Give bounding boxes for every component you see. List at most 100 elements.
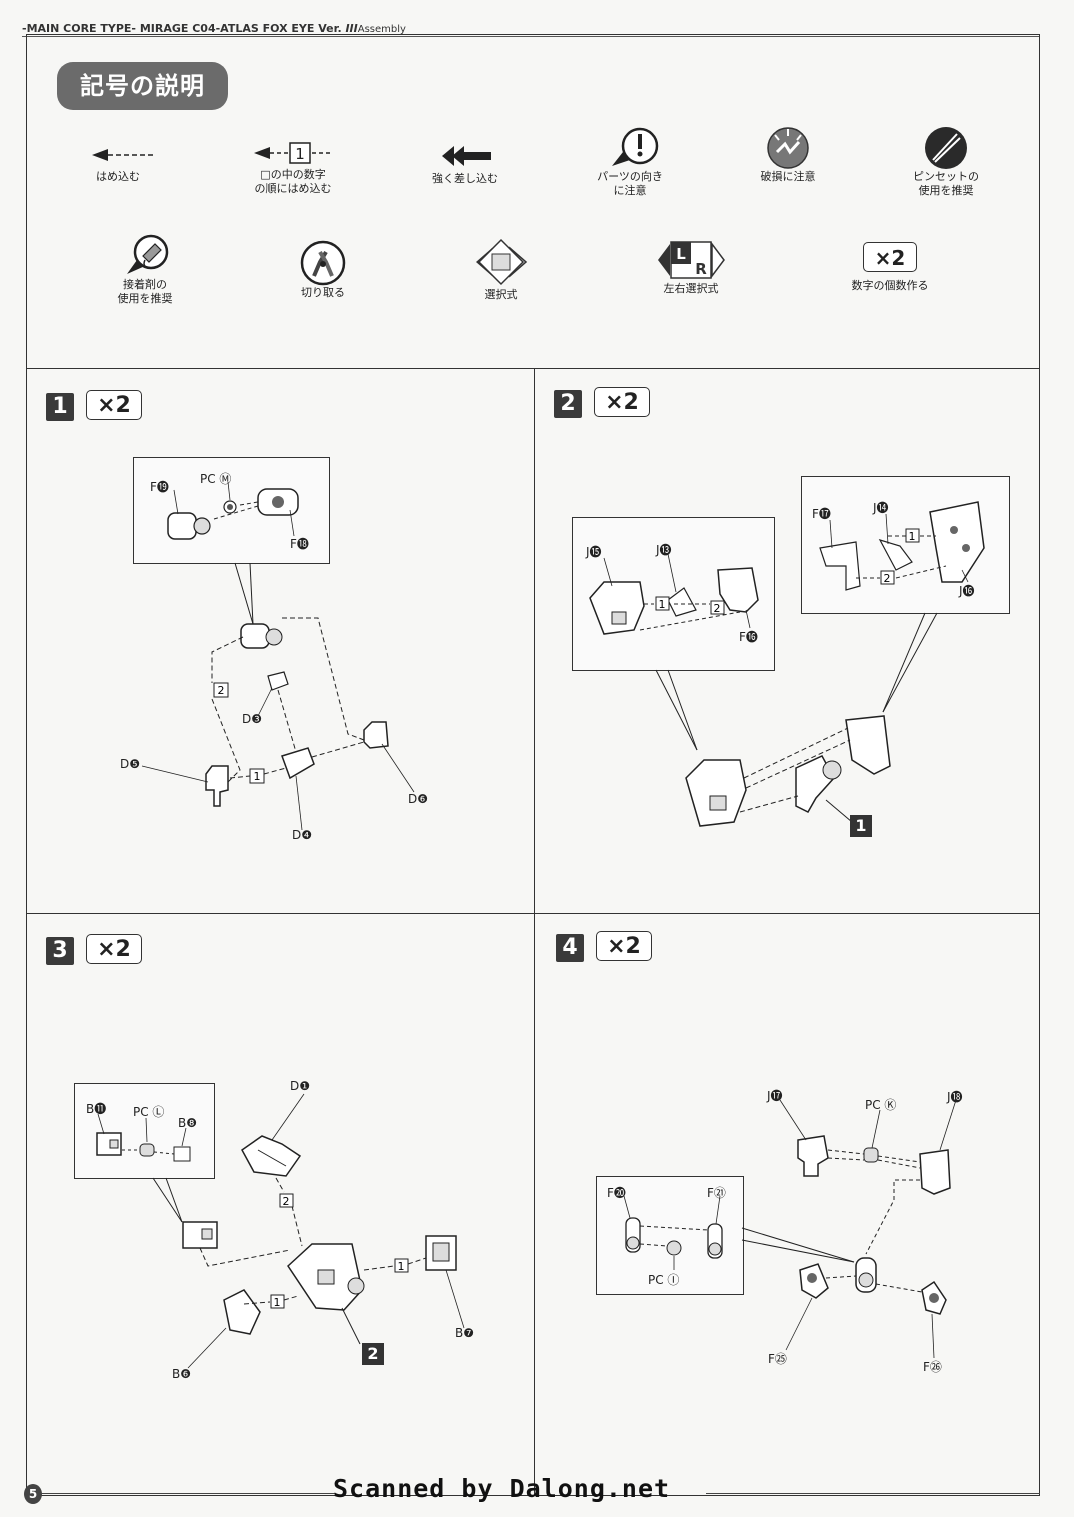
part-callout: F⓲ bbox=[290, 537, 309, 551]
part-callout: PC Ⓘ bbox=[648, 1273, 680, 1287]
step-2-number: 2 bbox=[554, 390, 582, 418]
legend-label: パーツの向き bbox=[597, 170, 663, 183]
part-callout: J⓯ bbox=[586, 545, 602, 559]
legend-item-order: 1 □の中の数字 の順にはめ込む bbox=[238, 140, 348, 196]
footer-rule-right bbox=[706, 1493, 1040, 1494]
part-callout: F⓳ bbox=[150, 480, 169, 494]
part-callout: PC Ⓛ bbox=[133, 1105, 165, 1119]
step-1-order-1: 1 bbox=[254, 770, 261, 783]
step-2-reference-badge: 1 bbox=[850, 815, 872, 837]
header-version: III bbox=[345, 22, 358, 35]
left-letter: L bbox=[676, 245, 686, 263]
step-3-order-1: 1 bbox=[398, 1260, 405, 1273]
row-divider bbox=[26, 913, 1040, 914]
scan-credit: Scanned by Dalong.net bbox=[333, 1474, 671, 1503]
push-firmly-icon bbox=[442, 146, 491, 166]
insert-arrow-icon bbox=[92, 149, 156, 161]
legend-label: はめ込む bbox=[96, 170, 140, 183]
legend-label: 数字の個数作る bbox=[851, 279, 929, 292]
tweezers-icon bbox=[925, 127, 967, 169]
step-4-number: 4 bbox=[556, 934, 584, 962]
legend-item-damage: 破損に注意 bbox=[738, 126, 838, 184]
quantity-x2-icon: ×2 bbox=[863, 242, 917, 272]
part-callout: PC Ⓚ bbox=[865, 1098, 897, 1112]
part-callout: B❽ bbox=[178, 1116, 197, 1130]
legend-item-glue: 接着剤の 使用を推奨 bbox=[95, 234, 195, 306]
nipper-cut-icon bbox=[300, 240, 346, 286]
document-header: -MAIN CORE TYPE- MIRAGE C04-ATLAS FOX EY… bbox=[22, 22, 406, 35]
legend-label: に注意 bbox=[613, 184, 647, 197]
caution-direction-icon bbox=[612, 127, 659, 166]
part-callout: D❻ bbox=[408, 792, 428, 806]
legend-label: □の中の数字 bbox=[260, 168, 326, 181]
legend-label: ピンセットの bbox=[913, 170, 979, 183]
part-callout: D❹ bbox=[292, 828, 312, 842]
select-option-icon bbox=[476, 238, 528, 286]
legend-item-insert: はめ込む bbox=[68, 140, 168, 184]
step-2-order-1: 1 bbox=[659, 598, 666, 611]
legend-item-caution: パーツの向き に注意 bbox=[580, 126, 680, 198]
part-callout: D❺ bbox=[120, 757, 140, 771]
legend-title: 記号の説明 bbox=[57, 62, 228, 110]
part-callout: F⓰ bbox=[739, 630, 758, 644]
page-frame bbox=[26, 34, 1040, 1496]
part-callout: F㉕ bbox=[768, 1352, 787, 1366]
part-callout: D❸ bbox=[242, 712, 262, 726]
part-callout: PC Ⓜ bbox=[200, 472, 232, 486]
numbered-order-icon: 1 bbox=[254, 142, 332, 164]
legend-label: 左右選択式 bbox=[663, 282, 719, 295]
part-callout: J⓰ bbox=[959, 584, 975, 598]
step-3-inset bbox=[74, 1083, 215, 1179]
legend-item-left-right: L R 左右選択式 bbox=[641, 238, 741, 296]
step-3-order-1b: 1 bbox=[274, 1296, 281, 1309]
legend-item-tweezers: ピンセットの 使用を推奨 bbox=[896, 126, 996, 198]
footer-rule-left bbox=[40, 1493, 335, 1494]
part-callout: D❶ bbox=[290, 1079, 310, 1093]
glue-icon bbox=[127, 234, 169, 274]
part-callout: J⓭ bbox=[656, 543, 672, 557]
legend-item-quantity: ×2 数字の個数作る bbox=[838, 242, 942, 293]
damage-warning-icon bbox=[767, 127, 809, 169]
legend-item-select: 選択式 bbox=[451, 236, 551, 302]
legend-label: の順にはめ込む bbox=[254, 182, 332, 195]
part-callout: F⓴ bbox=[607, 1186, 626, 1200]
step-2-multiplier: ×2 bbox=[594, 387, 650, 417]
legend-item-push: 強く差し込む bbox=[415, 140, 515, 186]
part-callout: F㉑ bbox=[707, 1186, 726, 1200]
legend-item-cut: 切り取る bbox=[273, 240, 373, 300]
part-callout: B⓫ bbox=[86, 1102, 107, 1116]
part-callout: J⓱ bbox=[767, 1089, 783, 1103]
step-1-order-2: 2 bbox=[218, 684, 225, 697]
part-callout: F㉖ bbox=[923, 1360, 942, 1374]
step-3-multiplier: ×2 bbox=[86, 934, 142, 964]
legend-label: 選択式 bbox=[484, 288, 518, 301]
part-callout: J⓲ bbox=[947, 1090, 963, 1104]
step-3-number: 3 bbox=[46, 937, 74, 965]
step-2-order-2: 2 bbox=[714, 602, 721, 615]
legend-label: 切り取る bbox=[301, 286, 345, 299]
header-rule bbox=[22, 36, 1040, 37]
legend-label: 使用を推奨 bbox=[117, 292, 173, 305]
step-2-order-2b: 2 bbox=[884, 572, 891, 585]
part-callout: B❼ bbox=[455, 1326, 474, 1340]
order-number: 1 bbox=[295, 145, 305, 163]
step-1-number: 1 bbox=[46, 393, 74, 421]
legend-label: 使用を推奨 bbox=[918, 184, 974, 197]
column-divider bbox=[534, 368, 535, 1496]
step-3-order-2: 2 bbox=[283, 1195, 290, 1208]
right-letter: R bbox=[695, 260, 707, 278]
part-callout: F⓱ bbox=[812, 507, 831, 521]
header-subtitle: Assembly bbox=[357, 24, 406, 35]
left-right-select-icon: L R bbox=[658, 241, 725, 279]
step-4-multiplier: ×2 bbox=[596, 931, 652, 961]
legend-label: 接着剤の bbox=[123, 278, 167, 291]
step-1-multiplier: ×2 bbox=[86, 390, 142, 420]
legend-label: 強く差し込む bbox=[432, 172, 498, 185]
legend-divider bbox=[26, 368, 1040, 369]
header-title: -MAIN CORE TYPE- MIRAGE C04-ATLAS FOX EY… bbox=[22, 22, 346, 35]
legend-label: 破損に注意 bbox=[760, 170, 816, 183]
